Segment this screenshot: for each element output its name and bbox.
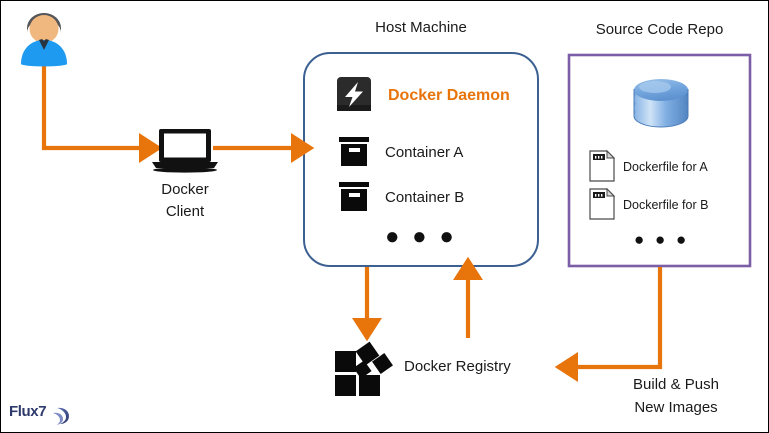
arrow-repo-to-registry	[554, 267, 663, 383]
repo-item-label-dockerfile-a: Dockerfile for A	[623, 160, 708, 174]
user-person-icon	[21, 13, 67, 67]
source-code-repo-more-indicator: ● ● ●	[634, 230, 690, 249]
repo-item-label-dockerfile-b: Dockerfile for B	[623, 198, 709, 212]
database-cylinder-icon	[633, 79, 689, 128]
build-push-annotation-line2: New Images	[634, 399, 718, 416]
docker-registry-blocks-icon	[335, 341, 393, 396]
host-machine-more-indicator: ● ● ●	[385, 223, 457, 250]
host-item-label-container-a: Container A	[385, 144, 464, 161]
host-machine-title: Host Machine	[375, 19, 467, 36]
arrow-user-to-client	[41, 63, 163, 164]
container-box-icon	[339, 137, 369, 166]
document-file-icon	[589, 149, 616, 182]
container-box-icon	[339, 182, 369, 211]
docker-daemon-lightning-icon	[337, 77, 371, 111]
document-file-icon	[589, 187, 616, 220]
laptop-icon	[152, 129, 218, 173]
docker-registry-label: Docker Registry	[404, 358, 511, 375]
host-item-label-docker-daemon: Docker Daemon	[388, 87, 510, 104]
docker-client-label-line2: Client	[165, 203, 205, 220]
flux7-logo: Flux7	[9, 403, 47, 420]
docker-client-label-line1: Docker	[161, 181, 209, 198]
source-code-repo-title: Source Code Repo	[595, 21, 724, 38]
host-item-label-container-b: Container B	[385, 189, 465, 206]
flux7-logo-text: Flux7	[9, 403, 47, 420]
swoosh-icon	[53, 407, 69, 425]
build-push-annotation-line1: Build & Push	[633, 376, 719, 393]
